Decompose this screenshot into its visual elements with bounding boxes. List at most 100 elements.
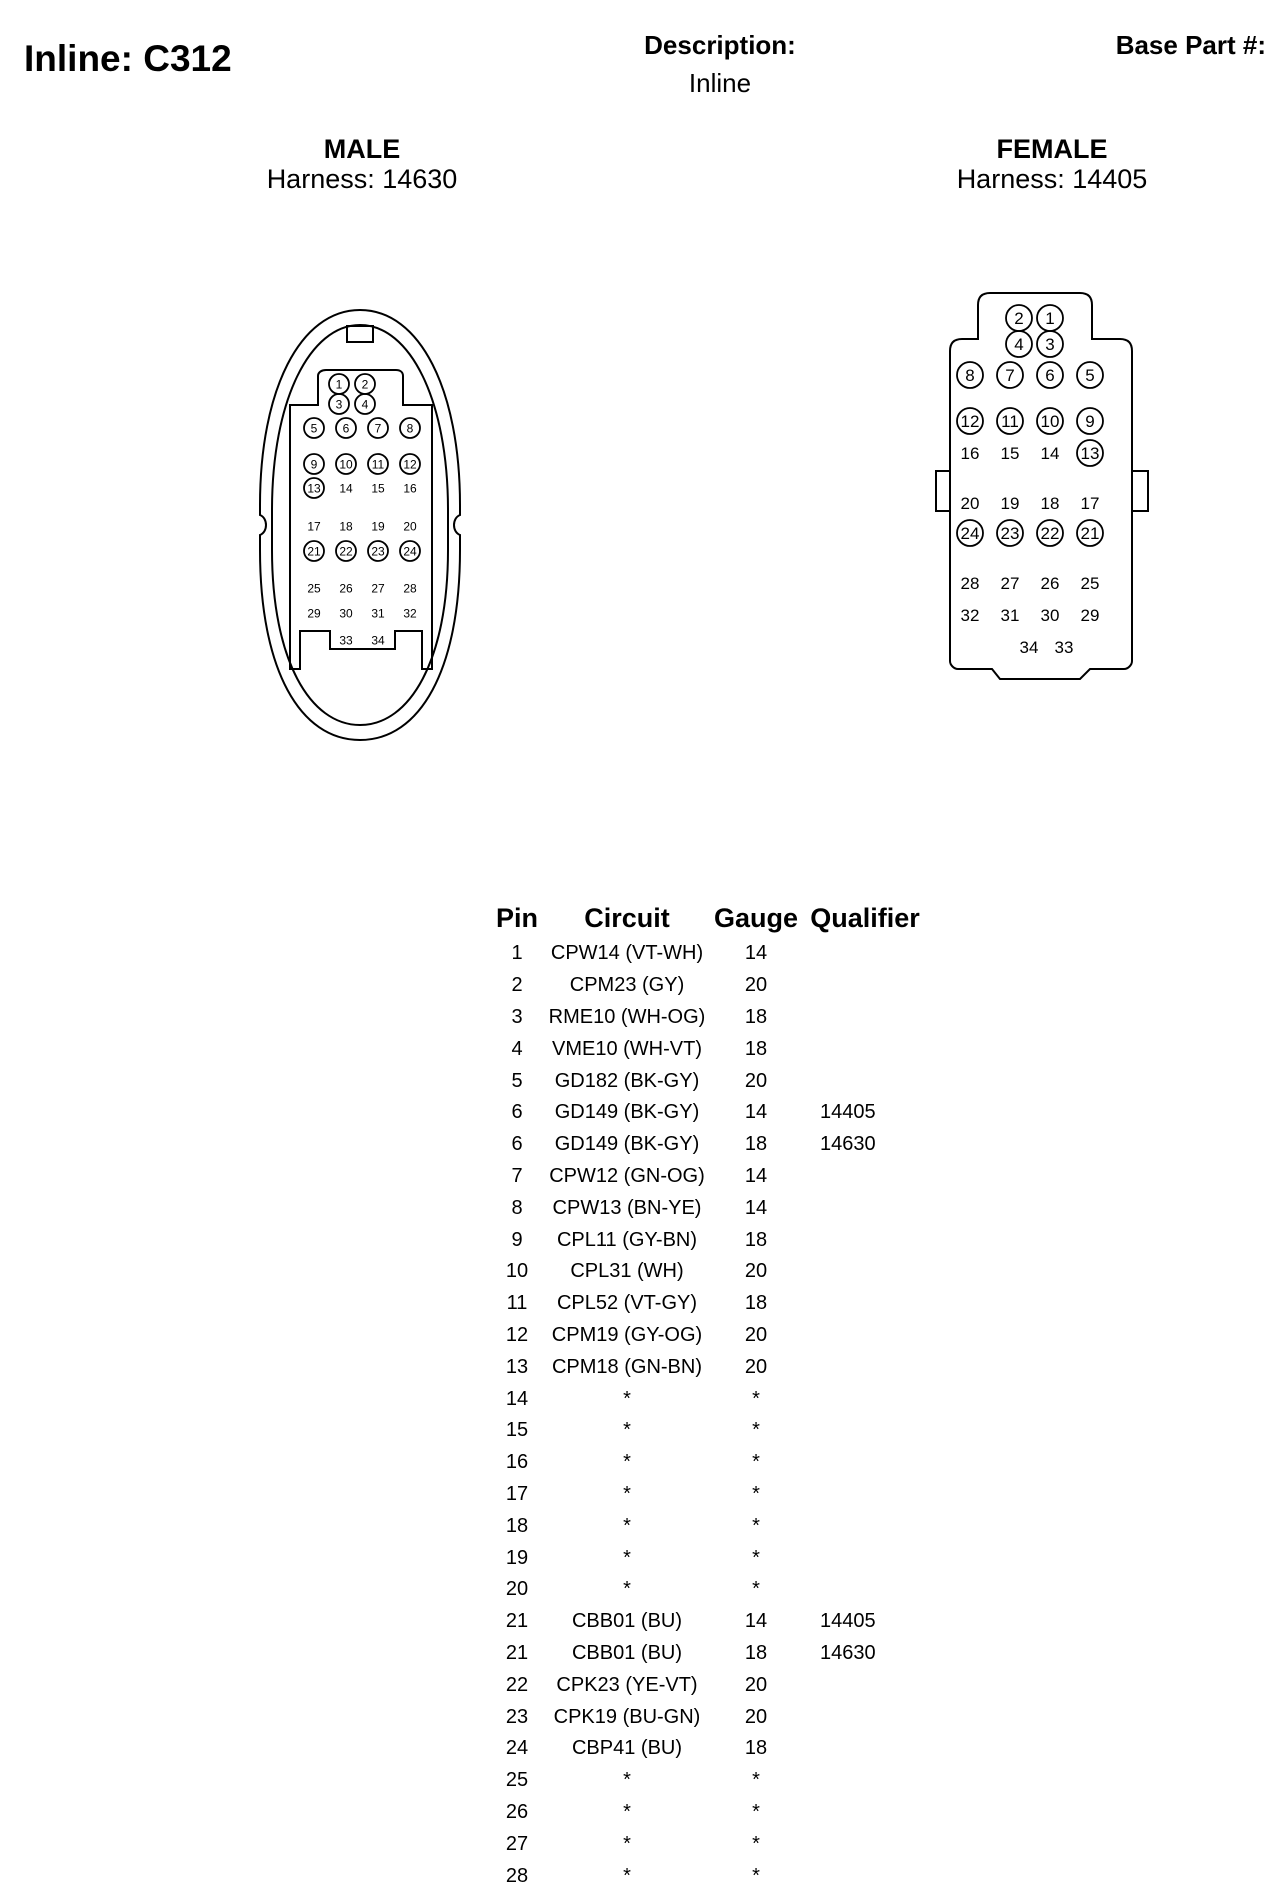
cell-pin: 20 <box>505 1578 529 1601</box>
table-header-row: Pin Circuit Gauge Qualifier <box>492 898 930 938</box>
table-row: 17** <box>492 1479 930 1511</box>
connector-pin: 28 <box>961 574 980 593</box>
connector-pin: 26 <box>1041 574 1060 593</box>
pin-label: 6 <box>343 421 350 435</box>
connector-pin: 12 <box>956 407 984 435</box>
pin-label: 26 <box>1041 574 1060 593</box>
connector-pin: 8 <box>399 417 421 439</box>
connector-pin: 10 <box>335 453 357 475</box>
male-inner-shell <box>271 323 449 727</box>
pin-label: 1 <box>1045 309 1054 328</box>
pin-label: 9 <box>1085 412 1094 431</box>
pin-label: 29 <box>1081 606 1100 625</box>
connector-pin: 13 <box>1076 439 1104 467</box>
cell-qualifier <box>800 1002 930 1034</box>
pin-label: 4 <box>362 397 369 411</box>
pin-label: 25 <box>307 581 321 595</box>
cell-gauge: 18 <box>744 1005 768 1028</box>
pin-circle <box>367 540 389 562</box>
connector-pin: 10 <box>1036 407 1064 435</box>
description-label: Description: <box>644 30 796 60</box>
cell-pin: 16 <box>505 1451 529 1474</box>
cell-circuit: * <box>623 1769 631 1792</box>
table-row: 20** <box>492 1574 930 1606</box>
pin-label: 30 <box>1041 606 1060 625</box>
pin-circle <box>328 393 350 415</box>
pin-label: 17 <box>307 519 321 533</box>
connector-pin: 21 <box>303 540 325 562</box>
cell-qualifier <box>800 1797 930 1829</box>
cell-qualifier <box>800 1065 930 1097</box>
connector-pin: 31 <box>1001 606 1020 625</box>
pin-label: 14 <box>1041 444 1060 463</box>
cell-qualifier: 14405 <box>820 1610 876 1633</box>
pin-circle <box>996 407 1024 435</box>
cell-qualifier <box>800 1828 930 1860</box>
connector-pin: 15 <box>1001 444 1020 463</box>
pin-circle <box>367 417 389 439</box>
cell-circuit: CPW14 (VT-WH) <box>550 942 704 965</box>
cell-circuit: CPL52 (VT-GY) <box>556 1292 698 1315</box>
connector-pin: 23 <box>996 519 1024 547</box>
cell-gauge: 14 <box>744 1164 768 1187</box>
cell-circuit: CPK23 (YE-VT) <box>556 1673 698 1696</box>
pin-circle <box>1036 519 1064 547</box>
pin-label: 1 <box>336 377 343 391</box>
pin-label: 19 <box>1001 494 1020 513</box>
cell-gauge: 18 <box>744 1228 768 1251</box>
connector-pin: 1 <box>328 373 350 395</box>
male-harness: Harness: 14630 <box>266 164 458 194</box>
connector-pin: 5 <box>1076 361 1104 389</box>
table-row: 18** <box>492 1510 930 1542</box>
cell-qualifier <box>800 1288 930 1320</box>
pin-circle <box>1036 361 1064 389</box>
pin-label: 12 <box>403 457 417 471</box>
connector-pin: 28 <box>403 581 417 595</box>
pin-label: 9 <box>311 457 318 471</box>
cell-qualifier <box>800 1351 930 1383</box>
pin-label: 30 <box>339 606 353 620</box>
pin-label: 23 <box>371 544 385 558</box>
pin-label: 24 <box>403 544 417 558</box>
connector-pin: 34 <box>371 633 385 647</box>
pin-label: 15 <box>371 481 385 495</box>
connector-pin: 2 <box>1005 304 1033 332</box>
connector-pin: 11 <box>367 453 389 475</box>
cell-pin: 21 <box>505 1610 529 1633</box>
cell-pin: 2 <box>511 974 523 997</box>
cell-circuit: * <box>623 1832 631 1855</box>
pin-label: 6 <box>1045 366 1054 385</box>
cell-pin: 1 <box>511 942 523 965</box>
female-right-latch <box>1131 470 1149 512</box>
cell-pin: 15 <box>505 1419 529 1442</box>
female-harness: Harness: 14405 <box>956 164 1148 194</box>
table-row: 16** <box>492 1447 930 1479</box>
connector-pin: 21 <box>1076 519 1104 547</box>
cell-qualifier <box>800 1161 930 1193</box>
connector-pin: 22 <box>335 540 357 562</box>
cell-qualifier <box>800 1701 930 1733</box>
connector-pin: 33 <box>1055 638 1074 657</box>
table-row: 25** <box>492 1765 930 1797</box>
connector-pin: 17 <box>1081 494 1100 513</box>
cell-gauge: 18 <box>744 1737 768 1760</box>
cell-pin: 21 <box>505 1641 529 1664</box>
table-row: 28** <box>492 1860 930 1892</box>
connector-pin: 32 <box>403 606 417 620</box>
cell-circuit: * <box>623 1387 631 1410</box>
male-key <box>346 325 374 343</box>
cell-circuit: CPW13 (BN-YE) <box>552 1196 702 1219</box>
pin-circle <box>335 417 357 439</box>
cell-qualifier <box>800 1765 930 1797</box>
cell-qualifier <box>800 1383 930 1415</box>
pin-label: 18 <box>1041 494 1060 513</box>
cell-circuit: * <box>623 1800 631 1823</box>
